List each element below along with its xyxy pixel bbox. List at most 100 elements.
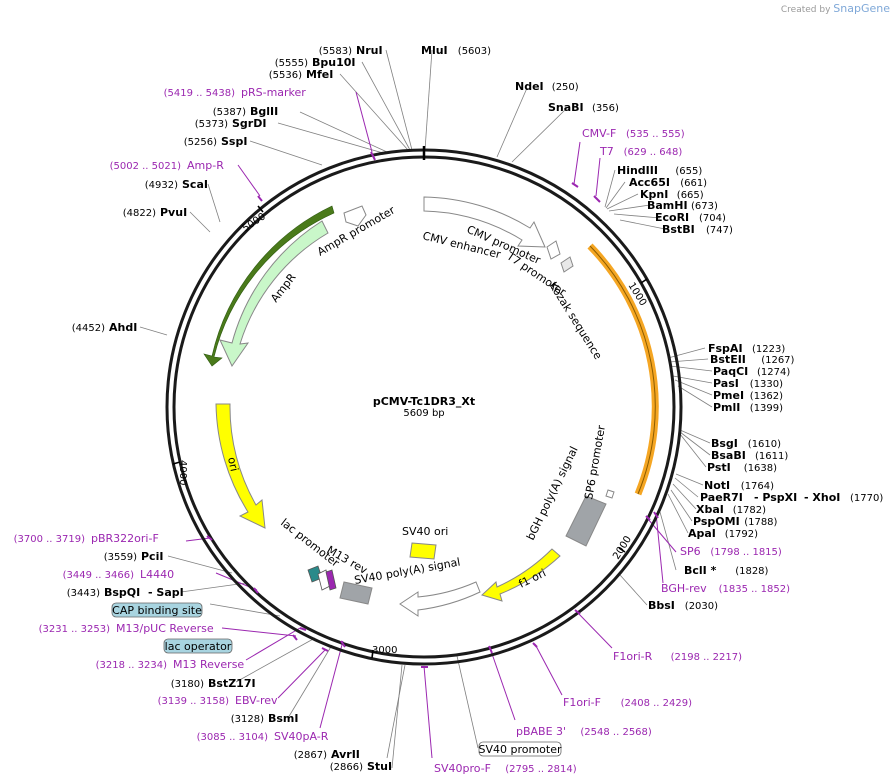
site-sgrdi-name[interactable]: SgrDI xyxy=(232,117,266,130)
site-stui-name[interactable]: StuI xyxy=(367,760,392,773)
site-hindiii-name[interactable]: HindIII xyxy=(617,164,658,177)
site-nrui-name[interactable]: NruI xyxy=(356,44,383,57)
site-bsteii-name[interactable]: BstEII xyxy=(710,353,746,366)
site-pasi-name[interactable]: PasI xyxy=(713,377,739,390)
primer-sv40par-range: (3085 .. 3104) xyxy=(197,732,269,743)
primer-prsmarker-name[interactable]: pRS-marker xyxy=(241,86,306,99)
site-pspxi-name[interactable]: - PspXI xyxy=(754,491,797,504)
primer-prsmarker-range: (5419 .. 5438) xyxy=(164,88,236,99)
site-sspi-name[interactable]: SspI xyxy=(221,135,247,148)
site-apai-name[interactable]: ApaI xyxy=(688,527,716,540)
primer-sv40par-name[interactable]: SV40pA-R xyxy=(274,730,329,743)
site-paer7i-name[interactable]: PaeR7I xyxy=(700,491,743,504)
site-kpni-name[interactable]: KpnI xyxy=(640,188,668,201)
site-bsmi-name[interactable]: BsmI xyxy=(268,712,299,725)
site-bamhi-name[interactable]: BamHI xyxy=(647,199,688,212)
primer-t7-range: (629 .. 648) xyxy=(624,147,683,158)
site-bpu10i-pos: (5555) xyxy=(275,58,308,69)
site-bpu10i-name[interactable]: Bpu10I xyxy=(312,56,356,69)
callout-lac-operator-label[interactable]: lac operator xyxy=(165,640,232,653)
ori-feature[interactable] xyxy=(215,403,266,529)
primer-m13pucreverse-range: (3231 .. 3253) xyxy=(39,624,111,635)
callout-cap-binding-site-label[interactable]: CAP binding site xyxy=(112,604,202,617)
site-xbai-name[interactable]: XbaI xyxy=(696,503,724,516)
site-pspomi-name[interactable]: PspOMI xyxy=(693,515,740,528)
site-ndei-name[interactable]: NdeI xyxy=(515,80,544,93)
primer-l4440-name[interactable]: L4440 xyxy=(140,568,174,581)
site-xhoi-name[interactable]: - XhoI xyxy=(804,491,840,504)
primer-f1orir-name[interactable]: F1ori-R xyxy=(613,650,653,663)
site-paqci-pos: (1274) xyxy=(757,367,790,378)
primer-f1orif-range: (2408 .. 2429) xyxy=(621,698,693,709)
site-sapi-name[interactable]: - SapI xyxy=(148,586,184,599)
brand-created-by: Created by xyxy=(780,5,831,15)
site-bstz17i-name[interactable]: BstZ17I xyxy=(208,677,256,690)
site-acc65i-pos: (661) xyxy=(680,178,707,189)
primer-sp6-name[interactable]: SP6 xyxy=(680,545,701,558)
site-ahdi-name[interactable]: AhdI xyxy=(109,321,137,334)
site-acc65i-name[interactable]: Acc65I xyxy=(629,176,670,189)
f1-ori-feature[interactable] xyxy=(481,548,561,602)
site-mlui-name[interactable]: MluI xyxy=(421,44,448,57)
site-nrui-pos: (5583) xyxy=(319,46,352,57)
callout-lac-operator-box[interactable] xyxy=(163,638,233,654)
site-bglii-name[interactable]: BglII xyxy=(250,105,278,118)
primer-ebvrev-name[interactable]: EBV-rev xyxy=(235,694,278,707)
callout-sv40-promoter-box[interactable] xyxy=(478,741,562,757)
site-noti-name[interactable]: NotI xyxy=(704,479,730,492)
site-pvui-name[interactable]: PvuI xyxy=(160,206,187,219)
site-bstbi-name[interactable]: BstBI xyxy=(662,223,695,236)
primer-cmvf-range: (535 .. 555) xyxy=(626,129,685,140)
kozak-marker[interactable] xyxy=(560,256,574,273)
primer-ampr-range: (5002 .. 5021) xyxy=(110,161,182,172)
site-bsabi-name[interactable]: BsaBI xyxy=(711,449,746,462)
site-psti-name[interactable]: PstI xyxy=(707,461,731,474)
site-fspai-name[interactable]: FspAI xyxy=(708,342,743,355)
ampr-feature[interactable] xyxy=(219,220,329,368)
primer-bghrev-range: (1835 .. 1852) xyxy=(719,584,791,595)
site-pcii-name[interactable]: PciI xyxy=(141,550,163,563)
t7-promoter-marker[interactable] xyxy=(546,240,561,260)
primer-pbr322orif-name[interactable]: pBR322ori-F xyxy=(91,532,159,545)
site-snabi-name[interactable]: SnaBI xyxy=(548,101,584,114)
sv40-promoter-arrow[interactable] xyxy=(399,581,481,617)
bgh-polya-feature[interactable] xyxy=(565,495,607,547)
leader-lines xyxy=(139,49,713,769)
cmv-enhancer-arrow[interactable] xyxy=(423,196,546,248)
sv40-polya-feature[interactable] xyxy=(339,581,373,605)
m13-rev-marker[interactable] xyxy=(325,569,337,591)
site-scai-name[interactable]: ScaI xyxy=(182,178,208,191)
site-bsgi-name[interactable]: BsgI xyxy=(711,437,738,450)
primer-bghrev-name[interactable]: BGH-rev xyxy=(661,582,707,595)
site-ecori-pos: (704) xyxy=(699,213,726,224)
site-bcli-name[interactable]: BclI * xyxy=(684,564,717,577)
site-bglii-pos: (5387) xyxy=(213,107,246,118)
site-pmli-name[interactable]: PmlI xyxy=(713,401,740,414)
site-bbsi-pos: (2030) xyxy=(685,601,718,612)
site-mfei-name[interactable]: MfeI xyxy=(306,68,333,81)
callout-cap-binding-site-box[interactable] xyxy=(111,602,203,618)
sp6-promoter-marker[interactable] xyxy=(605,489,615,499)
primer-sv40prof-name[interactable]: SV40pro-F xyxy=(434,762,491,775)
primer-t7-name[interactable]: T7 xyxy=(599,145,614,158)
site-psti-pos: (1638) xyxy=(744,463,777,474)
primer-f1orif-name[interactable]: F1ori-F xyxy=(563,696,601,709)
primer-m13pucreverse-name[interactable]: M13/pUC Reverse xyxy=(116,622,214,635)
sv40-ori-feature[interactable] xyxy=(409,542,437,560)
callout-sv40-promoter-label[interactable]: SV40 promoter xyxy=(478,743,562,756)
site-bbsi-name[interactable]: BbsI xyxy=(648,599,675,612)
site-ecori-name[interactable]: EcoRI xyxy=(655,211,689,224)
primer-cmvf-name[interactable]: CMV-F xyxy=(582,127,616,140)
label-sv40-polya: SV40 poly(A) signal xyxy=(353,555,461,586)
site-avrii-name[interactable]: AvrII xyxy=(331,748,360,761)
primer-m13reverse-name[interactable]: M13 Reverse xyxy=(173,658,244,671)
site-paqci-name[interactable]: PaqCI xyxy=(713,365,748,378)
site-pmei-name[interactable]: PmeI xyxy=(713,389,744,402)
primer-ampr-name[interactable]: Amp-R xyxy=(187,159,224,172)
site-ndei-pos: (250) xyxy=(552,82,579,93)
ampr-promoter-arrow[interactable] xyxy=(343,205,367,227)
primer-pbabe3-name[interactable]: pBABE 3' xyxy=(516,725,566,738)
site-bspqi-name[interactable]: BspQI xyxy=(104,586,140,599)
site-ahdi-pos: (4452) xyxy=(72,323,105,334)
